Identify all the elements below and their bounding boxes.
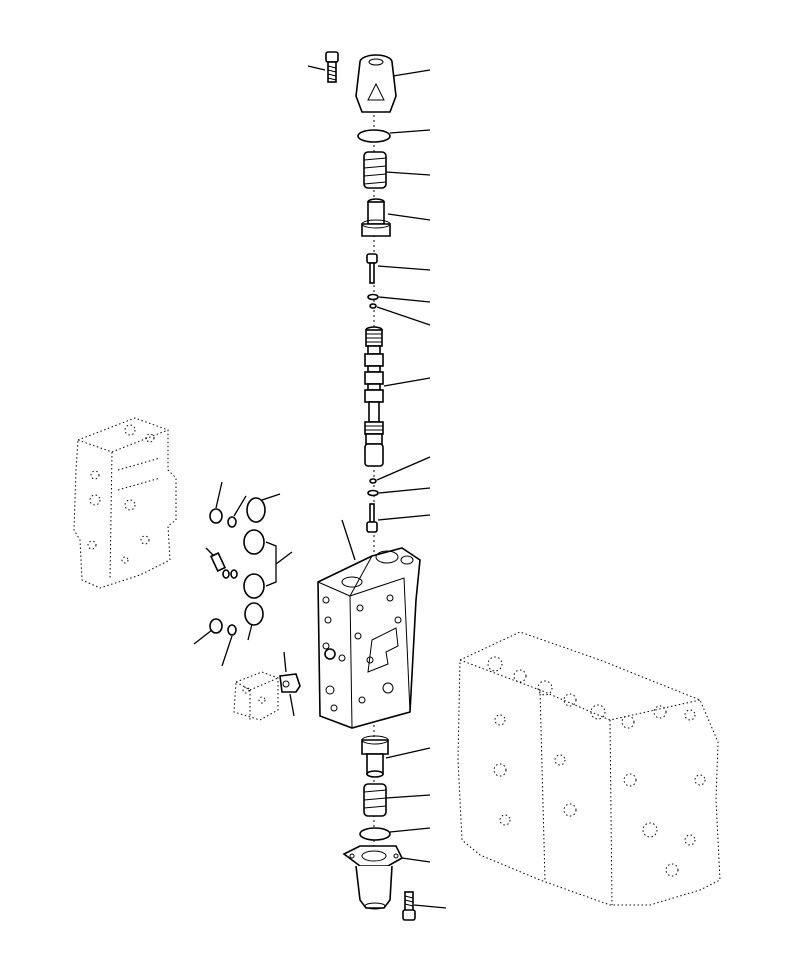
- spool: [364, 326, 384, 467]
- gasket: [279, 651, 301, 717]
- small-plug-top: [366, 253, 378, 284]
- o-ring-top: [357, 129, 391, 143]
- spring-retainer-bottom: [361, 735, 389, 778]
- top-cap: [355, 54, 397, 113]
- spring-bottom: [363, 783, 387, 817]
- side-cover-block: [233, 671, 279, 721]
- spring-top: [363, 151, 387, 189]
- small-plug-bottom: [366, 503, 378, 533]
- ghost-valve-block-left: [73, 417, 177, 589]
- o-ring-small-3: [369, 478, 377, 484]
- side-seal-group-upper: [209, 481, 281, 528]
- bottom-cap: [342, 845, 404, 910]
- spring-retainer-top: [361, 198, 391, 237]
- valve-section-block: [317, 547, 421, 729]
- o-ring-bottom: [359, 827, 391, 841]
- o-ring-small-2: [369, 303, 377, 309]
- mounting-bolt-bottom: [402, 891, 416, 921]
- o-ring-small-1: [367, 293, 379, 301]
- side-seal-group-middle: [205, 529, 293, 599]
- mounting-bolt-top: [325, 51, 339, 83]
- ghost-valve-block-right: [457, 631, 721, 906]
- o-ring-small-4: [367, 489, 379, 497]
- side-seal-group-lower: [193, 602, 264, 667]
